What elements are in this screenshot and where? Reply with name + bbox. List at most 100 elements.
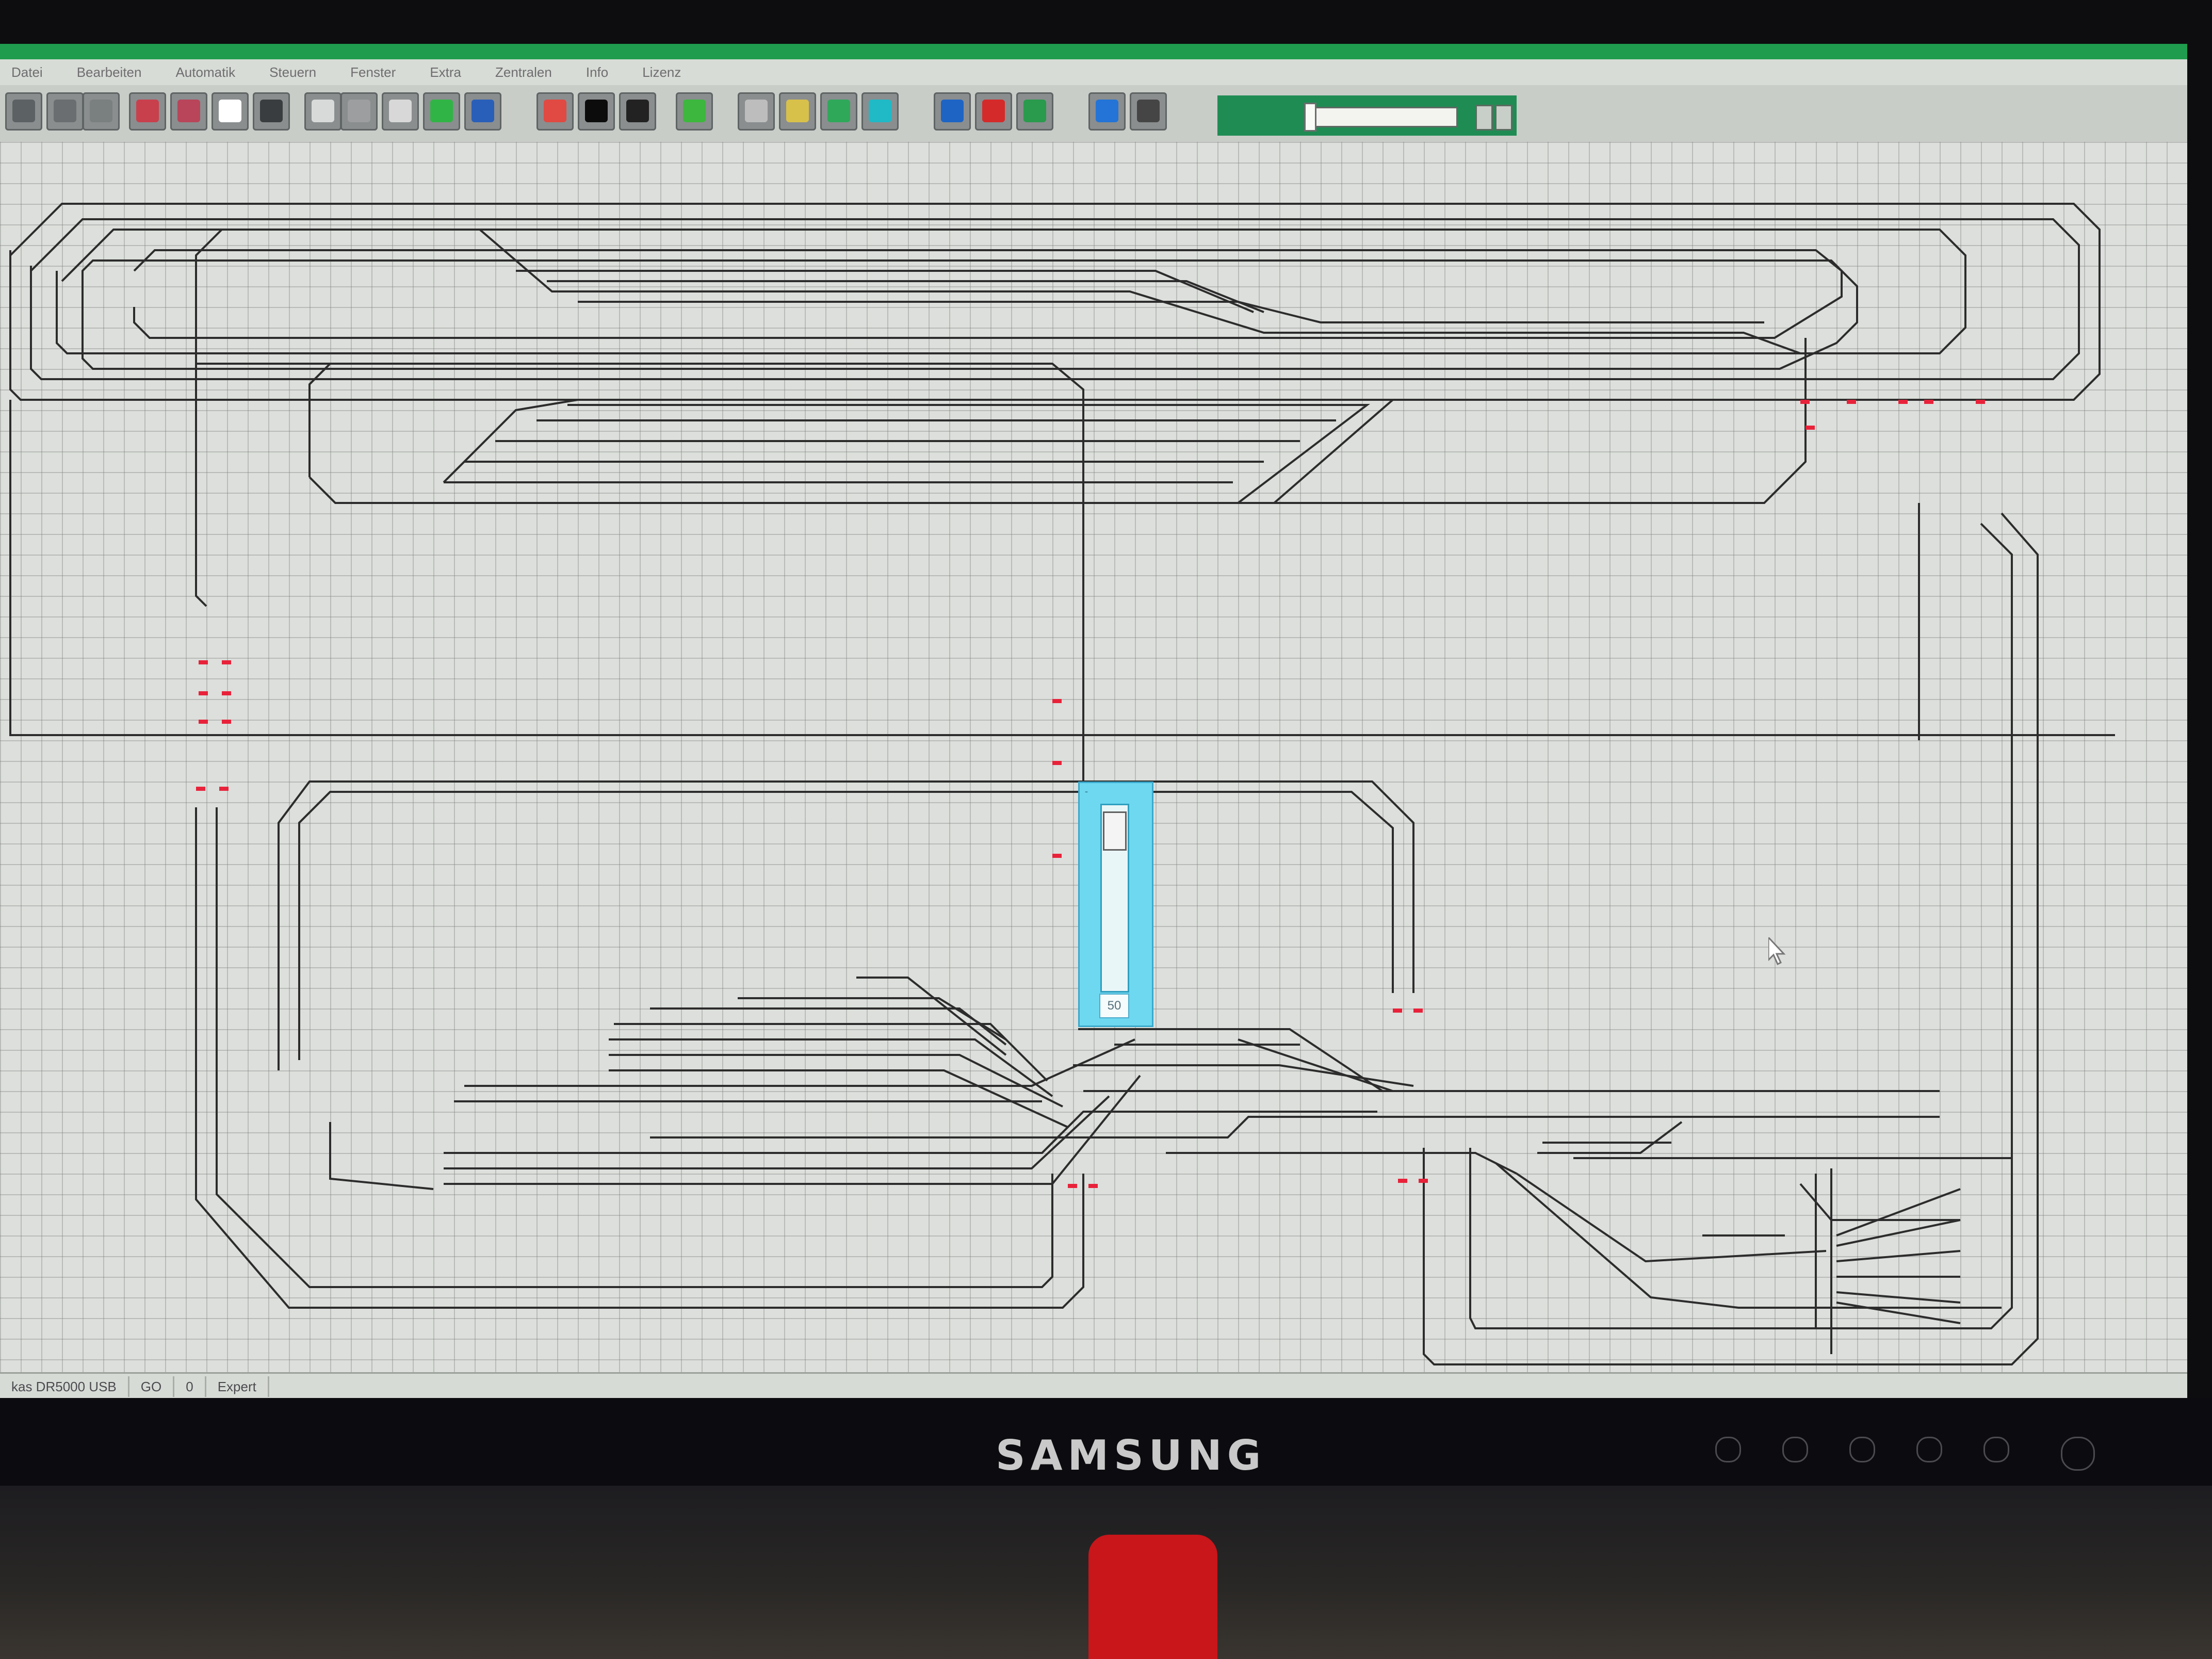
track-segment xyxy=(9,400,2115,736)
signal-marker[interactable] xyxy=(222,720,231,724)
signal-marker[interactable] xyxy=(1052,854,1062,858)
throttle-slider-knob[interactable] xyxy=(1103,811,1127,851)
signal-marker[interactable] xyxy=(1419,1179,1428,1183)
track-segment xyxy=(738,997,1007,1040)
signal-marker[interactable] xyxy=(199,720,208,724)
menu-bar: Datei Bearbeiten Automatik Steuern Fenst… xyxy=(0,59,2187,85)
signal-red-button[interactable] xyxy=(578,92,615,131)
menu-extra[interactable]: Extra xyxy=(430,64,461,80)
speed-slider-track[interactable] xyxy=(1305,107,1458,127)
wifi-button[interactable] xyxy=(676,92,713,131)
menu-fenster[interactable]: Fenster xyxy=(350,64,396,80)
track-segment xyxy=(516,270,1254,313)
signal-red-icon xyxy=(585,100,608,122)
signal-black-button[interactable] xyxy=(619,92,656,131)
wheel-button[interactable] xyxy=(1130,92,1167,131)
track-diagram xyxy=(9,203,2115,1365)
track-segment xyxy=(650,1007,1007,1046)
track-layout-canvas[interactable]: - 50 xyxy=(0,142,2187,1372)
signal-marker[interactable] xyxy=(1413,1009,1423,1013)
tools-button[interactable] xyxy=(536,92,574,131)
signal-marker[interactable] xyxy=(1052,761,1062,765)
track-segment xyxy=(278,780,1414,1070)
document-button[interactable] xyxy=(212,92,249,131)
speed-increase-button[interactable] xyxy=(1495,105,1512,131)
status-mode: Expert xyxy=(206,1376,269,1397)
document-icon xyxy=(219,100,241,122)
window-titlebar xyxy=(0,44,2187,59)
monitor-brand-logo: SAMSUNG xyxy=(996,1432,1266,1479)
menu-info[interactable]: Info xyxy=(585,64,609,80)
info-button[interactable] xyxy=(464,92,501,131)
track-segment xyxy=(82,259,1858,370)
track-segment xyxy=(1836,1250,1961,1262)
track-segment xyxy=(609,1038,1053,1097)
signal-marker[interactable] xyxy=(1398,1179,1407,1183)
open-button[interactable] xyxy=(5,92,42,131)
block-edit-button[interactable] xyxy=(170,92,207,131)
status-connection: kas DR5000 USB xyxy=(0,1376,129,1397)
menu-zentralen[interactable]: Zentralen xyxy=(495,64,552,80)
throttle-window[interactable]: - 50 xyxy=(1078,782,1153,1027)
open-icon xyxy=(12,100,35,122)
speed-decrease-button[interactable] xyxy=(1475,105,1493,131)
green-train-button[interactable] xyxy=(1016,92,1053,131)
yellow-tile-button[interactable] xyxy=(779,92,816,131)
gear-button[interactable] xyxy=(340,92,378,131)
signal-marker[interactable] xyxy=(199,691,208,695)
signal-marker[interactable] xyxy=(1806,426,1815,430)
switch-edit-button[interactable] xyxy=(83,92,120,131)
green-train-icon xyxy=(1023,100,1046,122)
clock-icon xyxy=(312,100,334,122)
red-block-button[interactable] xyxy=(129,92,166,131)
menu-bearbeiten[interactable]: Bearbeiten xyxy=(76,64,142,80)
monitor-source-button xyxy=(1916,1437,1942,1462)
search-button[interactable] xyxy=(1088,92,1126,131)
track-segment xyxy=(308,363,331,477)
rail-icon xyxy=(260,100,283,122)
cyan-tile-button[interactable] xyxy=(861,92,899,131)
signal-marker[interactable] xyxy=(1052,699,1062,703)
signal-marker[interactable] xyxy=(196,787,205,791)
menu-automatik[interactable]: Automatik xyxy=(175,64,236,80)
signal-marker[interactable] xyxy=(1847,400,1856,404)
wheel-icon xyxy=(1137,100,1160,122)
blue-train-button[interactable] xyxy=(934,92,971,131)
sound-button[interactable] xyxy=(382,92,419,131)
monitor-power-button xyxy=(2061,1437,2095,1471)
search-icon xyxy=(1096,100,1118,122)
signal-marker[interactable] xyxy=(1976,400,1985,404)
signal-marker[interactable] xyxy=(1898,400,1908,404)
track-segment xyxy=(1836,1291,1961,1304)
track-segment xyxy=(1078,1028,1384,1092)
status-count: 0 xyxy=(174,1376,206,1397)
signal-marker[interactable] xyxy=(1088,1184,1098,1188)
speed-slider-thumb[interactable] xyxy=(1304,103,1316,132)
signal-marker[interactable] xyxy=(222,691,231,695)
screen: Datei Bearbeiten Automatik Steuern Fenst… xyxy=(0,44,2187,1398)
signal-marker[interactable] xyxy=(219,787,229,791)
signal-marker[interactable] xyxy=(1924,400,1933,404)
signal-marker[interactable] xyxy=(1393,1009,1402,1013)
menu-steuern[interactable]: Steuern xyxy=(269,64,317,80)
throttle-speed-value[interactable]: 50 xyxy=(1099,994,1129,1018)
green-tile-icon xyxy=(827,100,850,122)
menu-datei[interactable]: Datei xyxy=(11,64,43,80)
green-tile-button[interactable] xyxy=(820,92,857,131)
track-segment xyxy=(195,229,480,364)
menu-lizenz[interactable]: Lizenz xyxy=(642,64,681,80)
switch-edit-icon xyxy=(90,100,112,122)
signal-grid-button[interactable] xyxy=(423,92,460,131)
signal-marker[interactable] xyxy=(1800,400,1810,404)
signal-marker[interactable] xyxy=(199,660,208,664)
speaker-button[interactable] xyxy=(738,92,775,131)
save-button[interactable] xyxy=(46,92,84,131)
signal-marker[interactable] xyxy=(1068,1184,1077,1188)
throttle-title: - xyxy=(1085,786,1088,796)
signal-marker[interactable] xyxy=(222,660,231,664)
rail-button[interactable] xyxy=(253,92,290,131)
track-segment xyxy=(609,1069,1068,1128)
red-train-button[interactable] xyxy=(975,92,1012,131)
clock-button[interactable] xyxy=(304,92,341,131)
track-segment xyxy=(56,229,1966,354)
